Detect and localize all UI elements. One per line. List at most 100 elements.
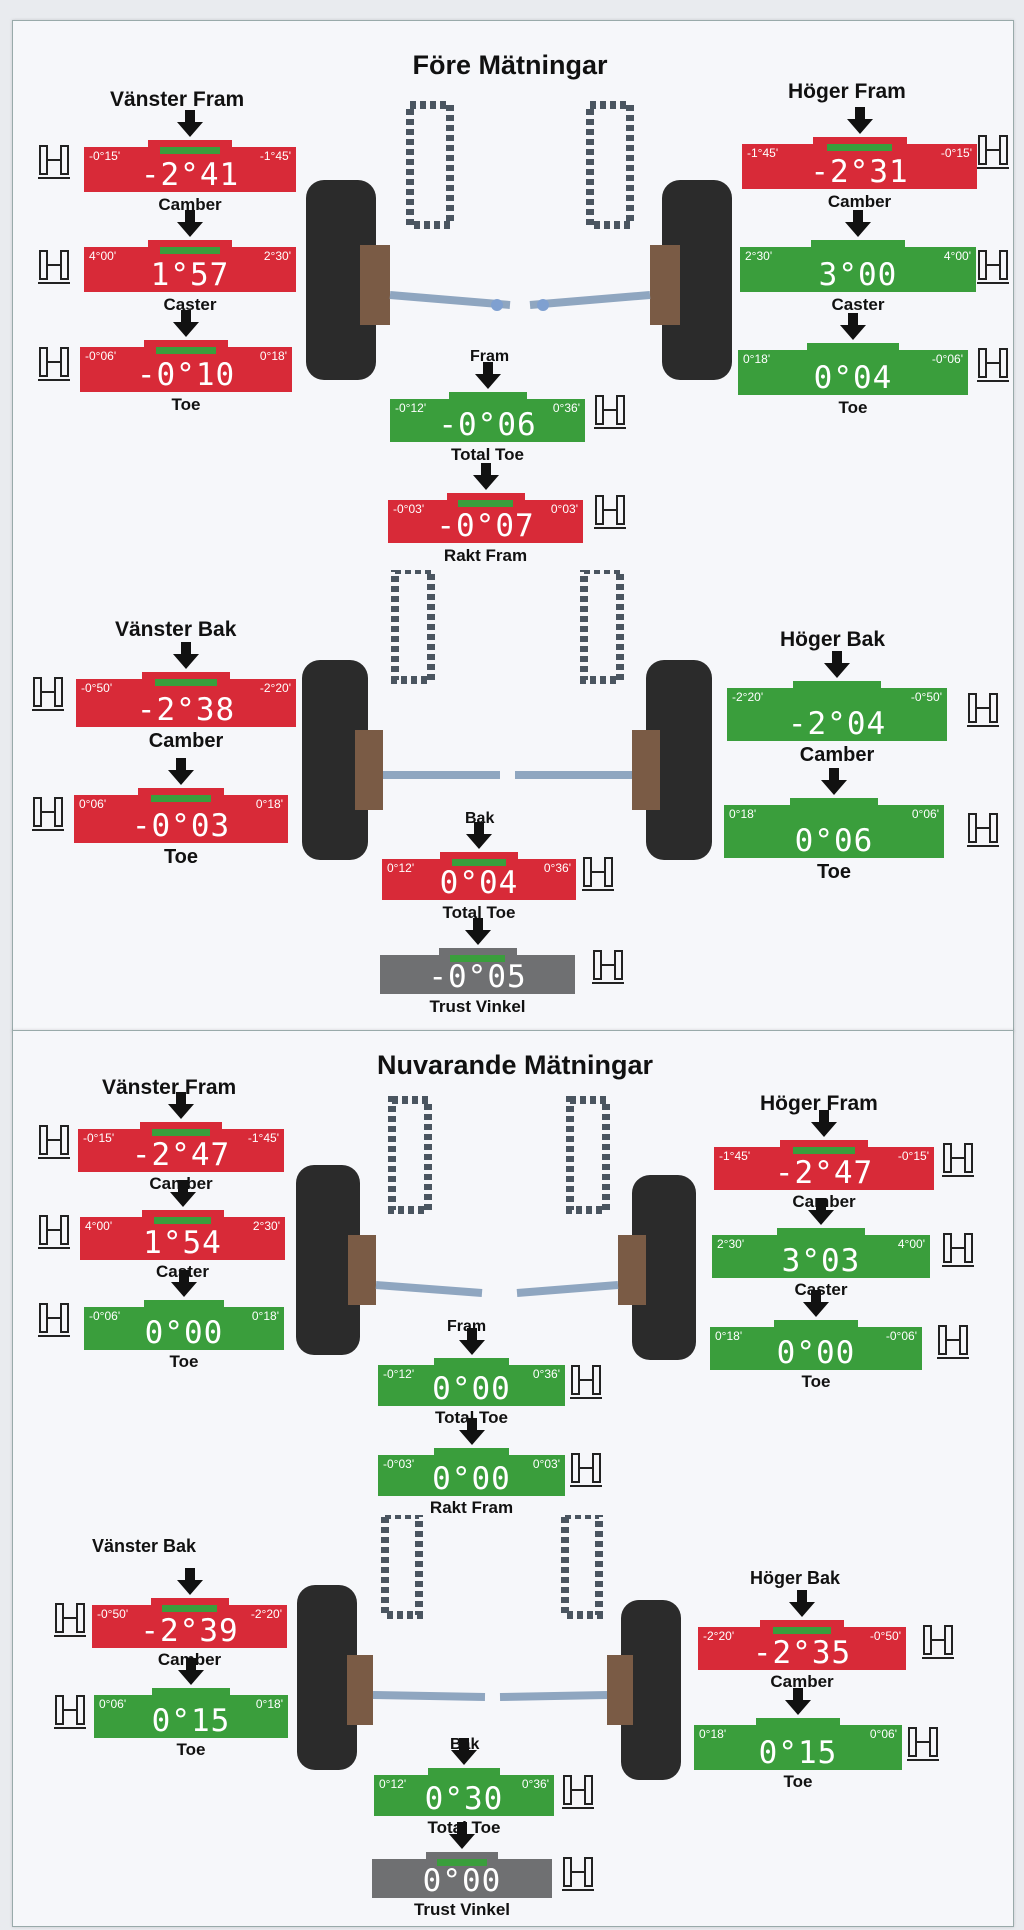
front-thrust-meter: -0°03' 0°03' 0°00 Rakt Fram: [378, 1418, 565, 1517]
rear-axle-illustration: [302, 570, 712, 860]
camber-value: -2°31: [810, 154, 909, 190]
caster-label: Caster: [163, 295, 217, 314]
target-zone: [772, 1627, 832, 1634]
range-max: -0°50': [869, 1629, 901, 1643]
range-min: -0°12': [395, 401, 427, 415]
toe-label: Toe: [783, 1772, 813, 1791]
toe-value: -0°10: [136, 357, 236, 393]
wheel-alignment-icon: [965, 688, 1001, 730]
target-zone: [793, 1147, 855, 1154]
camber-label: Camber: [799, 744, 875, 766]
camber-label: Camber: [158, 195, 222, 214]
caster-value: 1°54: [143, 1225, 222, 1261]
indicator-arrow-icon: [463, 918, 493, 946]
front-right-caster-meter: 2°30' 4°00' 3°03 Caster: [712, 1198, 930, 1299]
wheel-alignment-icon: [36, 1210, 72, 1252]
camber-value: -2°04: [787, 706, 887, 742]
thrust-value: 0°00: [432, 1461, 511, 1497]
indicator-arrow-icon: [473, 362, 503, 390]
indicator-arrow-icon: [168, 1180, 198, 1208]
rear-right-camber-meter: -2°20' -0°50' -2°35 Camber: [698, 1590, 906, 1691]
wheel-alignment-icon: [36, 245, 72, 287]
toe-label: Toe: [176, 1740, 206, 1759]
target-zone: [438, 1775, 490, 1782]
toe-label: Toe: [169, 1352, 199, 1371]
indicator-arrow-icon: [175, 210, 205, 238]
range-max: 0°36': [532, 1367, 560, 1381]
rear-left-title: Vänster Bak: [92, 1536, 197, 1556]
total-toe-value: 0°00: [432, 1371, 511, 1407]
target-zone: [458, 500, 513, 507]
rear-left-camber-meter: -0°50' -2°20' -2°38 Camber: [76, 642, 296, 752]
wheel-alignment-icon: [36, 342, 72, 384]
range-max: 0°18': [251, 1309, 279, 1323]
camber-value: -2°47: [774, 1155, 874, 1191]
range-min: -0°15': [83, 1131, 115, 1145]
range-max: -1°45': [259, 149, 291, 163]
target-zone: [826, 144, 893, 151]
range-min: -1°45': [747, 146, 779, 160]
target-zone: [162, 1605, 217, 1612]
target-zone: [155, 679, 217, 686]
wheel-alignment-icon: [580, 852, 616, 894]
toe-label: Toe: [838, 398, 868, 417]
wheel-alignment-icon: [590, 945, 626, 987]
rear-thrust-meter: -0°05 Trust Vinkel: [380, 918, 575, 1016]
toe-value: 0°15: [758, 1735, 838, 1771]
camber-label: Camber: [827, 192, 892, 211]
indicator-arrow-icon: [783, 1688, 813, 1716]
caster-value: 3°00: [818, 257, 898, 293]
camber-value: -2°47: [131, 1137, 231, 1173]
indicator-arrow-icon: [457, 1418, 487, 1446]
indicator-arrow-icon: [806, 1198, 836, 1226]
caster-value: 3°03: [781, 1243, 861, 1279]
thrust-label: Rakt Fram: [443, 546, 528, 565]
indicator-arrow-icon: [464, 822, 494, 850]
indicator-arrow-icon: [471, 463, 501, 491]
range-max: -0°06': [885, 1329, 917, 1343]
range-max: -2°20': [259, 681, 291, 695]
front-right-toe-meter: 0°18' -0°06' 0°00 Toe: [710, 1290, 922, 1391]
range-min: 4°00': [85, 1219, 113, 1233]
rear-thrust-meter: 0°00 Trust Vinkel: [372, 1822, 552, 1919]
wheel-alignment-icon: [30, 672, 66, 714]
range-max: 0°06': [911, 807, 939, 821]
range-max: -0°15': [940, 146, 972, 160]
indicator-arrow-icon: [171, 310, 201, 338]
thrust-value: 0°00: [422, 1863, 502, 1899]
total-toe-value: 0°04: [439, 865, 519, 901]
section-title: Före Mätningar: [412, 50, 608, 80]
target-zone: [824, 247, 892, 254]
target-zone: [806, 688, 868, 695]
range-min: -0°15': [89, 149, 121, 163]
wheel-alignment-icon: [568, 1448, 604, 1490]
range-max: 4°00': [943, 249, 971, 263]
camber-label: Camber: [770, 1672, 834, 1691]
target-zone: [436, 1859, 488, 1866]
indicator-arrow-icon: [166, 758, 196, 786]
wheel-alignment-icon: [52, 1598, 88, 1640]
range-min: -0°50': [81, 681, 113, 695]
target-zone: [445, 1455, 498, 1462]
range-max: -0°15': [897, 1149, 929, 1163]
indicator-arrow-icon: [809, 1110, 839, 1138]
rear-right-toe-meter: 0°18' 0°06' 0°15 Toe: [694, 1688, 902, 1791]
range-min: 0°12': [379, 1777, 407, 1791]
target-zone: [160, 247, 220, 254]
target-zone: [451, 859, 507, 866]
front-right-camber-meter: -1°45' -0°15' -2°47 Camber: [714, 1110, 934, 1211]
front-left-camber-meter: -0°15' -1°45' -2°47 Camber: [78, 1092, 284, 1193]
indicator-arrow-icon: [845, 107, 875, 135]
thrust-value: -0°07: [436, 508, 535, 544]
wheel-alignment-icon: [965, 808, 1001, 850]
rear-center-title: Bak: [465, 810, 495, 827]
wheel-alignment-icon: [975, 130, 1011, 172]
total-toe-value: 0°30: [424, 1781, 504, 1817]
total-toe-label: Total Toe: [442, 903, 516, 922]
wheel-alignment-icon: [560, 1852, 596, 1894]
section-title: Nuvarande Mätningar: [376, 1050, 654, 1080]
front-right-toe-meter: 0°18' -0°06' 0°04 Toe: [738, 313, 968, 417]
range-min: -0°06': [89, 1309, 121, 1323]
target-zone: [445, 1365, 498, 1372]
rear-right-title: Höger Bak: [750, 1568, 841, 1588]
